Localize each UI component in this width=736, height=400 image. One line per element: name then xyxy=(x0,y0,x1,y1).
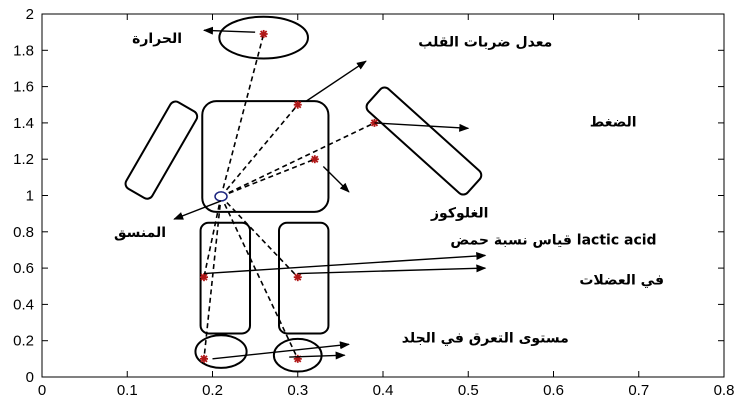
axes: 0 0.1 0.2 0.3 0.4 0.5 0.6 0.7 0.8 0 0.2 0.4 0.6 0.8 1 1… xyxy=(13,6,734,399)
y-tick-label: 1.8 xyxy=(13,42,34,59)
right-leg-shape xyxy=(277,221,330,335)
human-body-figure xyxy=(124,15,483,373)
left-foot-shape xyxy=(194,334,248,369)
dashed-link-5 xyxy=(203,196,222,278)
annotation-label-6: قياس نسبة حمض lactic acid xyxy=(450,233,656,249)
y-tick-label: 1.4 xyxy=(13,115,34,132)
annotations: الحرارة معدل ضربات القلب الضغط الغلوكوز المن… xyxy=(114,26,664,360)
arrow-6 xyxy=(203,251,487,275)
annotation-label-5: المنسق xyxy=(114,225,166,241)
x-tick-label: 0.1 xyxy=(117,382,138,399)
arrow-9 xyxy=(289,351,346,360)
sensor-point-1 xyxy=(259,29,268,38)
y-tick-label: 0.4 xyxy=(13,296,34,313)
sensor-point-5 xyxy=(199,273,208,282)
sensor-point-7 xyxy=(199,354,208,363)
arrow-5 xyxy=(173,200,222,220)
y-tick-label: 1.2 xyxy=(13,151,34,168)
x-tick-label: 0.8 xyxy=(714,382,735,399)
dashed-link-6 xyxy=(220,195,299,278)
x-tick-label: 0.3 xyxy=(287,382,308,399)
annotation-label-3: الضغط xyxy=(590,115,637,131)
head-shape xyxy=(218,15,309,60)
arrow-8 xyxy=(212,341,350,360)
x-tick-label: 0.4 xyxy=(373,382,394,399)
y-tick-label: 1.6 xyxy=(13,79,34,96)
x-tick-label: 0 xyxy=(38,382,46,399)
arrow-2 xyxy=(305,60,367,102)
x-tick-label: 0.7 xyxy=(628,382,649,399)
y-tick-label: 0 xyxy=(26,369,34,386)
connection-lines xyxy=(203,33,375,360)
arrow-7 xyxy=(297,264,487,275)
dashed-link-7 xyxy=(203,196,222,359)
dashed-link-2 xyxy=(220,104,299,197)
coordinator-point xyxy=(214,191,228,202)
torso-shape xyxy=(201,100,330,213)
y-tick-label: 1 xyxy=(26,188,34,205)
y-tick-label: 2 xyxy=(26,6,34,23)
dashed-link-8 xyxy=(220,196,299,360)
x-tick-label: 0.2 xyxy=(202,382,223,399)
x-tick-label: 0.6 xyxy=(543,382,564,399)
left-arm-shape xyxy=(124,100,199,200)
annotation-label-2: معدل ضربات القلب xyxy=(418,35,552,51)
annotation-label-8: مستوى التعرق في الجلد xyxy=(402,331,569,347)
sensor-point-2 xyxy=(293,100,302,109)
arrow-3 xyxy=(374,122,470,132)
annotation-label-1: الحرارة xyxy=(132,31,182,47)
right-arm-shape xyxy=(365,86,483,196)
y-tick-label: 0.2 xyxy=(13,333,34,350)
sensor-point-4 xyxy=(310,155,319,164)
x-tick-label: 0.5 xyxy=(458,382,479,399)
dashed-link-3 xyxy=(220,122,375,198)
arrow-1 xyxy=(202,26,256,35)
annotation-label-4: الغلوكوز xyxy=(430,205,488,221)
left-leg-shape xyxy=(199,221,252,335)
sensor-point-6 xyxy=(293,273,302,282)
y-tick-label: 0.6 xyxy=(13,260,34,277)
arrow-4 xyxy=(322,165,350,193)
dashed-link-1 xyxy=(220,33,265,197)
y-tick-label: 0.8 xyxy=(13,224,34,241)
annotation-label-7: في العضلات xyxy=(579,272,664,288)
